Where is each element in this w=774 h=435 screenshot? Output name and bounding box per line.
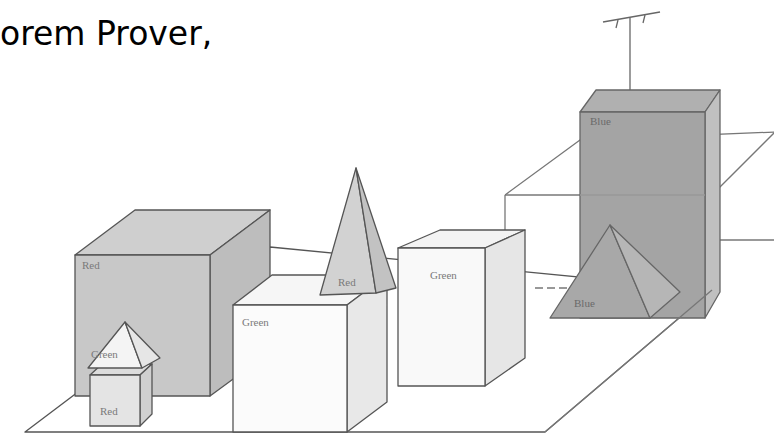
block-label: Red	[100, 405, 118, 417]
block-label: Blue	[590, 115, 611, 127]
wire-box-edge	[545, 290, 712, 432]
green-pyramid-small	[88, 322, 160, 368]
green-cube-right	[398, 230, 525, 386]
block-node: Green	[89, 347, 120, 361]
block-node: Blue	[572, 296, 597, 310]
block-label: Red	[338, 276, 356, 288]
block-label: Green	[242, 316, 269, 328]
block-node: Green	[240, 315, 271, 329]
block-label: Green	[430, 269, 457, 281]
red-cube-small	[90, 364, 152, 426]
red-pyramid	[320, 168, 396, 295]
green-cube-middle	[233, 275, 387, 432]
slide-title: orem Prover,	[0, 14, 212, 53]
block-node: Green	[428, 268, 459, 282]
blue-pyramid	[550, 225, 680, 318]
block-node: Red	[80, 258, 102, 272]
block-label: Blue	[574, 297, 595, 309]
block-label: Red	[82, 259, 100, 271]
block-node: Blue	[588, 114, 613, 128]
block-node: Red	[336, 275, 358, 289]
block-label: Green	[91, 348, 118, 360]
block-node: Red	[98, 404, 120, 418]
